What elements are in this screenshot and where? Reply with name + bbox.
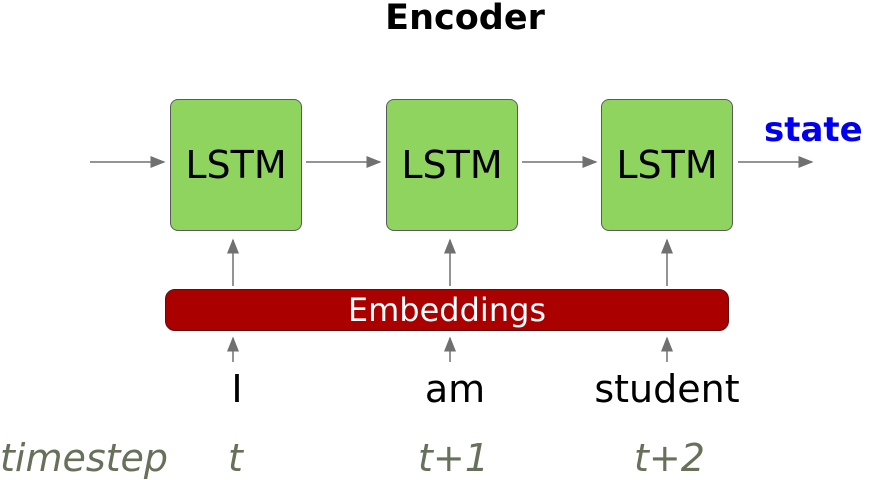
timestep-2: t+1	[418, 436, 489, 480]
timestep-1: t	[228, 436, 243, 480]
word-2: am	[424, 367, 486, 411]
timestep-label: timestep	[0, 436, 169, 480]
word-3: student	[594, 367, 740, 411]
embeddings-bar: Embeddings	[165, 289, 729, 331]
word-1: I	[231, 367, 243, 411]
lstm-cell-1: LSTM	[170, 99, 302, 231]
timestep-3: t+2	[634, 436, 705, 480]
state-label: state	[764, 110, 863, 150]
lstm-cell-2: LSTM	[386, 99, 518, 231]
diagram-title: Encoder	[385, 0, 545, 38]
lstm-cell-3: LSTM	[601, 99, 733, 231]
